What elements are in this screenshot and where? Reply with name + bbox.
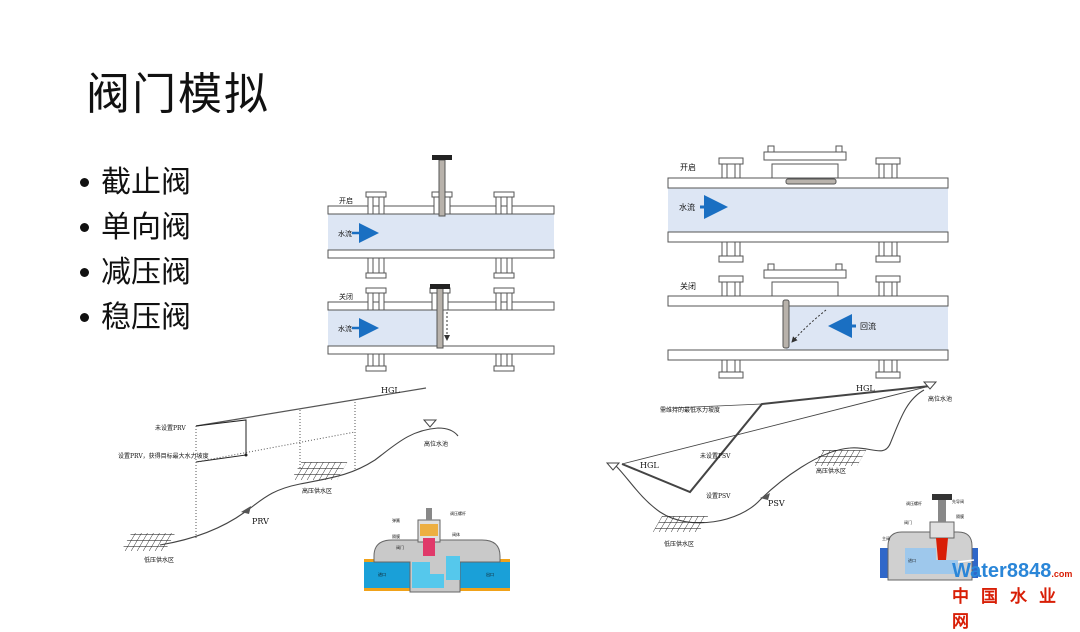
check-valve-closed: 关闭 回流 xyxy=(667,263,949,379)
prv-diagram: HGL 未设置PRV 设置PRV，获得目标最大水力坡度 高位水池 高压供水区 低… xyxy=(118,386,510,593)
psv-high-zone-label: 高压供水区 xyxy=(816,467,846,475)
prv-label: PRV xyxy=(252,517,269,526)
psv-valve-section: 调压螺杆 先导阀 隔膜 阀门 主阀 进口 xyxy=(880,494,978,581)
prv-callout-spring: 弹簧 xyxy=(392,517,400,523)
prv-valve-section: 调压螺杆 弹簧 隔膜 阀体 阀门 进口 出口 xyxy=(364,508,510,593)
prv-flow-in: 进口 xyxy=(378,571,386,577)
psv-callout-diaphragm: 隔膜 xyxy=(956,513,964,519)
psv-callout-valve: 阀门 xyxy=(904,519,912,525)
psv-no-psv-label: 未设置PSV xyxy=(700,452,731,460)
psv-callout-screw: 调压螺杆 xyxy=(906,500,922,506)
prv-callout-body: 阀体 xyxy=(452,531,460,537)
globe-open-label: 开启 xyxy=(339,196,353,205)
bullet-item: 截止阀 xyxy=(80,160,191,205)
prv-callout-valve: 阀门 xyxy=(396,544,404,550)
bullet-dot-icon xyxy=(80,313,89,322)
psv-with-psv-label: 设置PSV xyxy=(706,492,731,500)
check-valve-diagram: 开启 水流 关闭 回流 xyxy=(667,145,949,379)
globe-flow-label: 水流 xyxy=(338,229,352,238)
bullet-list: 截止阀 单向阀 减压阀 稳压阀 xyxy=(80,160,191,340)
globe-valve-diagram: 开启 水流 关闭 xyxy=(327,155,555,372)
bullet-item: 减压阀 xyxy=(80,250,191,295)
psv-callout-main: 主阀 xyxy=(882,535,890,541)
prv-flow-out: 出口 xyxy=(486,571,494,577)
prv-high-zone-label: 高压供水区 xyxy=(302,487,332,495)
prv-hgl-label: HGL xyxy=(381,386,400,395)
psv-hgl-left-label: HGL xyxy=(640,461,659,470)
check-closed-label: 关闭 xyxy=(680,281,696,291)
globe-valve-closed: 关闭 水流 xyxy=(327,284,555,372)
check-open-label: 开启 xyxy=(680,162,696,172)
psv-hgl-top-label: HGL xyxy=(856,384,875,393)
prv-callout-screw: 调压螺杆 xyxy=(450,510,466,516)
prv-with-prv-label: 设置PRV，获得目标最大水力坡度 xyxy=(118,452,209,460)
slide-title: 阀门模拟 xyxy=(86,69,270,120)
psv-label: PSV xyxy=(768,499,785,508)
psv-callout-inlet: 进口 xyxy=(908,557,916,563)
check-backflow-label: 回流 xyxy=(860,321,876,331)
prv-hgl-line xyxy=(195,387,427,427)
bullet-item: 单向阀 xyxy=(80,205,191,250)
bullet-item: 稳压阀 xyxy=(80,295,191,340)
prv-low-zone-label: 低压供水区 xyxy=(144,556,174,564)
globe-valve-open: 开启 水流 xyxy=(327,155,555,279)
prv-no-prv-label: 未设置PRV xyxy=(155,424,186,432)
bullet-dot-icon xyxy=(80,268,89,277)
bullet-dot-icon xyxy=(80,223,89,232)
check-flow-label: 水流 xyxy=(679,202,695,212)
bullet-dot-icon xyxy=(80,178,89,187)
psv-low-zone-label: 低压供水区 xyxy=(664,540,694,548)
diagrams-canvas: 开启 水流 关闭 xyxy=(118,145,978,593)
prv-high-reservoir-label: 高位水池 xyxy=(424,440,448,448)
psv-high-reservoir-label: 高位水池 xyxy=(928,395,952,403)
watermark-logo: Water8848.com 中国水业网 xyxy=(952,560,1076,632)
watermark-brand-en: Water8848.com xyxy=(952,560,1073,582)
globe-closed-label: 关闭 xyxy=(339,292,353,301)
globe-flow-label-2: 水流 xyxy=(338,324,352,333)
check-valve-open: 开启 水流 xyxy=(667,145,949,263)
watermark-brand-cn: 中国水业网 xyxy=(952,587,1068,632)
psv-diagram: HGL HGL 需维持的最低水力坡度 高位水池 未设置PSV 设置PSV PSV… xyxy=(605,381,978,581)
psv-callout-pilot: 先导阀 xyxy=(952,498,964,504)
prv-callout-diaphragm: 隔膜 xyxy=(392,533,400,539)
psv-required-min-label: 需维持的最低水力坡度 xyxy=(660,406,720,414)
